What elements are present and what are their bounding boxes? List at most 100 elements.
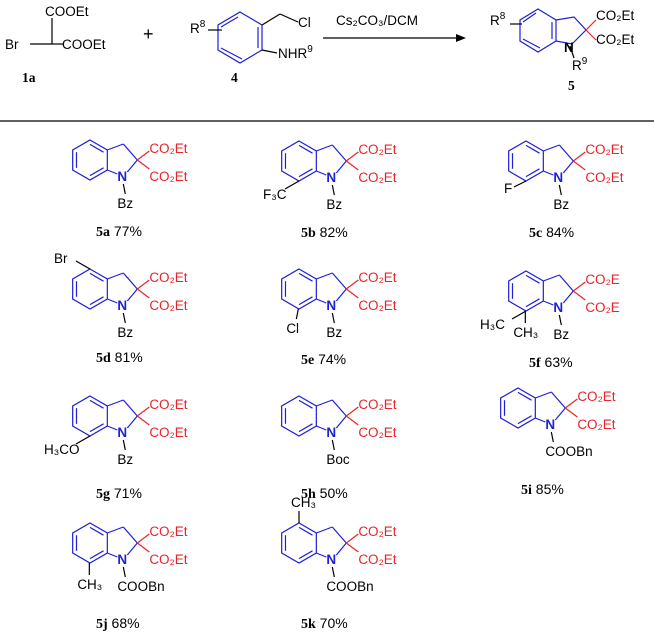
compound-id: 5h	[301, 487, 316, 502]
product-r9-label: R9	[572, 56, 588, 73]
nitrogen-label: N	[117, 298, 127, 313]
ring-substituent: Br	[54, 251, 68, 266]
nitrogen-label: N	[326, 298, 336, 313]
compound-id: 5g	[96, 487, 110, 502]
nitrogen-label: N	[117, 552, 127, 567]
n-substituent: COOBn	[326, 579, 373, 594]
ester-label-bottom: CO₂Et	[149, 552, 187, 567]
compound-id: 5b	[301, 226, 316, 241]
ester-label-bottom: CO₂Et	[358, 298, 396, 313]
reaction-arrow: Cs₂CO₃/DCM	[323, 13, 466, 42]
reactant-1a: COOEt Br COOEt 1a	[5, 4, 106, 85]
benzene-ring	[72, 395, 108, 437]
compound-caption: 5c 84%	[529, 224, 574, 241]
n-substituent: Bz	[117, 325, 133, 340]
product-ester-bottom: CO₂Et	[596, 32, 634, 47]
ring-substituent: H₃CO	[44, 442, 80, 457]
ester-label-bottom: CO₂Et	[358, 552, 396, 567]
n-substituent: COOBn	[545, 444, 592, 459]
compound-caption: 5g 71%	[96, 485, 142, 502]
ester-label-top: CO₂Et	[149, 141, 187, 156]
benzene-ring	[500, 387, 536, 429]
compound-caption: 5d 81%	[96, 349, 143, 366]
compound-id: 5a	[96, 225, 110, 240]
ester-label-top: CO₂Et	[358, 524, 396, 539]
compound-caption: 5k 70%	[301, 615, 348, 632]
ring-substituent: F	[504, 181, 512, 196]
ester-label-top: CO₂Et	[358, 270, 396, 285]
compound-yield: 63%	[541, 354, 573, 370]
cl-label: Cl	[298, 15, 311, 30]
ester-label-bottom: CO₂Et	[149, 169, 187, 184]
nitrogen-label: N	[553, 300, 563, 315]
benzene-ring	[72, 522, 108, 564]
plus-sign: +	[143, 24, 154, 44]
ester-label-top: CO₂Et	[577, 389, 615, 404]
compound-id: 5f	[529, 356, 541, 371]
benzene-ring	[281, 522, 317, 564]
product-5: R8 CO₂Et CO₂Et N R9 5	[490, 8, 634, 93]
ester-label-top: CO₂Et	[149, 397, 187, 412]
compound-yield: 50%	[316, 485, 348, 501]
compound-caption: 5b 82%	[301, 224, 348, 241]
ester-label-top: CO₂E	[585, 272, 620, 287]
n-substituent: COOBn	[117, 579, 164, 594]
n-substituent: Bz	[326, 325, 342, 340]
ester-label-top: CO₂Et	[585, 142, 623, 157]
compound-id: 5e	[301, 353, 314, 368]
ester-label-bottom: COOEt	[62, 37, 106, 52]
compound-id: 5j	[96, 617, 108, 632]
compound-yield: 84%	[542, 224, 574, 240]
compound-yield: 70%	[316, 615, 348, 631]
ring-substituent: Cl	[286, 321, 299, 336]
ester-label-top: CO₂Et	[149, 270, 187, 285]
ring-substituent: CH₃	[77, 577, 102, 592]
benzene-ring	[281, 395, 317, 437]
benzene-ring	[72, 139, 108, 181]
benzene-ring	[72, 268, 108, 310]
nitrogen-label: N	[117, 169, 127, 184]
bromo-label: Br	[5, 37, 19, 52]
ring-substituent: H₃C	[480, 317, 505, 332]
benzene-ring	[281, 268, 317, 310]
reaction-conditions: Cs₂CO₃/DCM	[336, 13, 418, 28]
nitrogen-label: N	[326, 552, 336, 567]
compound-yield: 77%	[110, 223, 142, 239]
compound-caption: 5f 63%	[529, 354, 573, 371]
n-substituent: Boc	[326, 452, 350, 467]
nhr-label: NHR9	[278, 44, 313, 61]
compound-id: 5k	[301, 617, 316, 632]
compound-id: 5c	[529, 226, 542, 241]
ester-label-bottom: CO₂Et	[149, 298, 187, 313]
benzene-ring	[281, 140, 317, 182]
ester-label-top: CO₂Et	[149, 524, 187, 539]
compound-yield: 68%	[108, 615, 140, 631]
ester-label-bottom: CO₂Et	[358, 425, 396, 440]
product-r8-label: R8	[490, 11, 506, 28]
reactant-4: Cl NHR9 R8 4	[190, 11, 313, 85]
n-substituent: Bz	[553, 327, 569, 342]
compound-yield: 74%	[314, 351, 346, 367]
ester-label-bottom: CO₂Et	[358, 170, 396, 185]
n-substituent: Bz	[553, 197, 569, 212]
nitrogen-label: N	[545, 417, 555, 432]
compound-yield: 85%	[532, 481, 564, 497]
n-substituent: Bz	[326, 197, 342, 212]
ring-substituent: CH₃	[291, 495, 316, 510]
ester-label-bottom: CO₂Et	[149, 425, 187, 440]
compound-id: 5d	[96, 351, 111, 366]
compound-caption: 5i 85%	[521, 481, 564, 498]
product-n-label: N	[564, 40, 574, 55]
compound-yield: 81%	[111, 349, 143, 365]
